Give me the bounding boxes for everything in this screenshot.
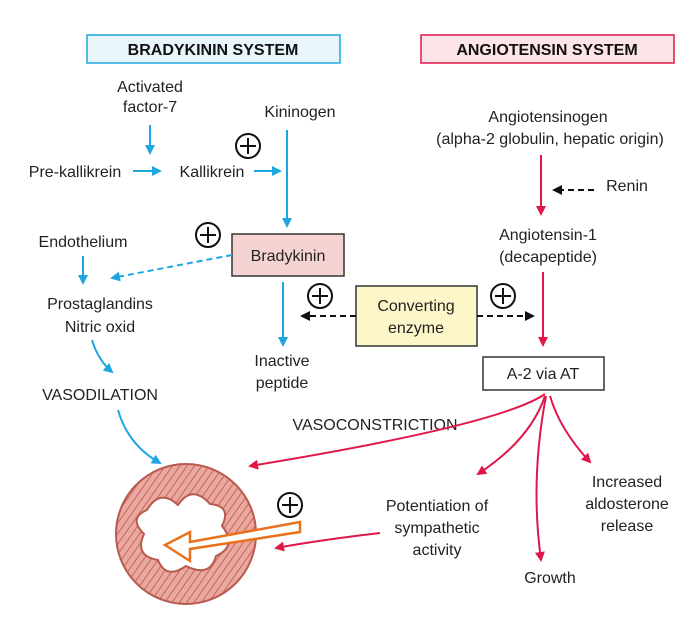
arrow-a2-to-potentiation: [476, 395, 546, 476]
plus-icon-kallikrein: [235, 133, 261, 159]
a2-via-at-box: [482, 356, 605, 391]
growth-label: Growth: [524, 570, 576, 587]
angiotensin-title-box: [420, 34, 675, 64]
plus-icon-inactive-peptide: [307, 283, 333, 309]
vasoconstriction-label: VASOCONSTRICTION: [292, 417, 457, 434]
angiotensinogen-label: Angiotensinogen: [488, 109, 607, 126]
converting-enzyme-label-2: enzyme: [388, 320, 444, 337]
inactive-peptide-label-1: Inactive: [254, 353, 309, 370]
kininogen-label: Kininogen: [264, 104, 335, 121]
converting-enzyme-label-1: Converting: [377, 298, 454, 315]
decapeptide-label: (decapeptide): [499, 249, 597, 266]
vasodilation-label: VASODILATION: [42, 387, 158, 404]
potentiation-label-2: sympathetic: [394, 520, 479, 537]
pre-kallikrein-label: Pre-kallikrein: [29, 164, 121, 181]
a2-via-at-label: A-2 via AT: [507, 366, 580, 383]
plus-icon-converting: [490, 283, 516, 309]
angiotensinogen-detail-label: (alpha-2 globulin, hepatic origin): [436, 131, 664, 148]
bradykinin-system-title: BRADYKININ SYSTEM: [128, 42, 299, 59]
increased-aldosterone-label-1: Increased: [592, 474, 662, 491]
potentiation-label-1: Potentiation of: [386, 498, 489, 515]
increased-aldosterone-label-3: release: [601, 518, 654, 535]
arrow-a2-to-vasoconstriction: [248, 393, 546, 470]
arrow-bradykinin-to-prostaglandins: [110, 254, 233, 282]
activated-factor-label-2: factor-7: [123, 99, 177, 116]
nitric-oxid-label: Nitric oxid: [65, 319, 135, 336]
angiotensin-system-title: ANGIOTENSIN SYSTEM: [456, 42, 637, 59]
inactive-peptide-label-2: peptide: [256, 375, 309, 392]
activated-factor-label-1: Activated: [117, 79, 183, 96]
potentiation-label-3: activity: [413, 542, 462, 559]
bradykinin-box: [231, 233, 345, 277]
bradykinin-box-label: Bradykinin: [251, 248, 326, 265]
arrow-vasodilation-to-vessel: [117, 409, 162, 464]
arrow-a2-to-aldosterone: [549, 395, 592, 464]
arrow-a2-to-growth: [534, 395, 547, 562]
prostaglandins-label: Prostaglandins: [47, 296, 153, 313]
arrow-nitric-to-vasodilation: [91, 339, 114, 374]
increased-aldosterone-label-2: aldosterone: [585, 496, 669, 513]
arrow-potentiation-to-vessel: [274, 532, 381, 552]
bradykinin-title-box: [86, 34, 341, 64]
plus-icon-bradykinin: [195, 222, 221, 248]
converting-enzyme-box: [355, 285, 478, 347]
angiotensin-1-label: Angiotensin-1: [499, 227, 597, 244]
plus-icon-vessel: [277, 492, 303, 518]
kallikrein-label: Kallikrein: [180, 164, 245, 181]
endothelium-label: Endothelium: [39, 234, 128, 251]
renin-label: Renin: [606, 178, 648, 195]
vessel-pressure-arrow-icon: [162, 520, 302, 564]
